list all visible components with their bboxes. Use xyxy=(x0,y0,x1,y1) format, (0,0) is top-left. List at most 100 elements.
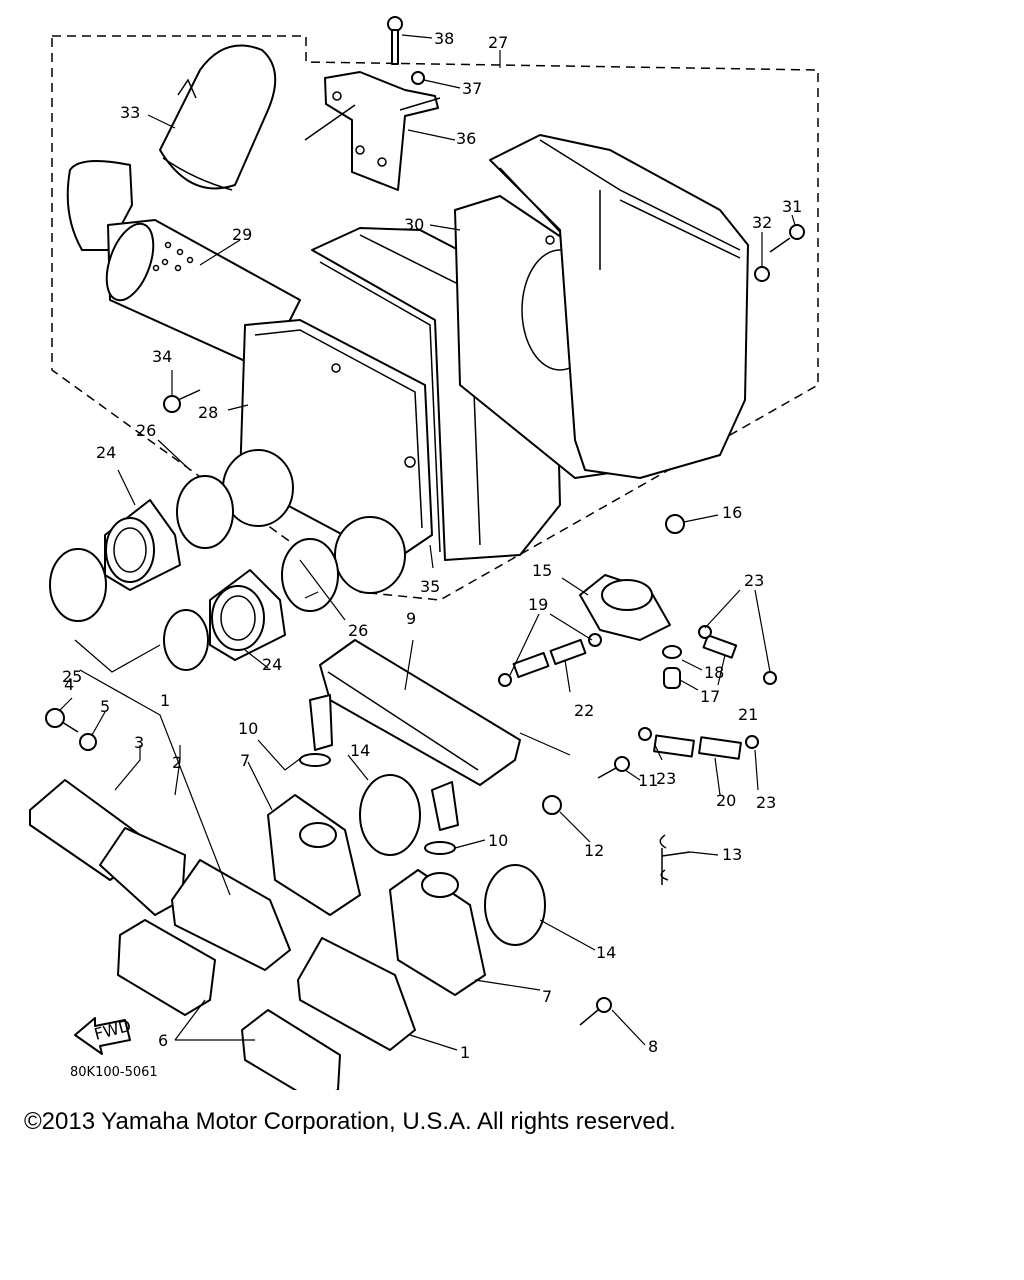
callout-35: 35 xyxy=(420,577,440,596)
callout-8: 8 xyxy=(648,1037,658,1056)
callout-27: 27 xyxy=(488,33,508,52)
part-7-manifold-a xyxy=(267,794,361,916)
callout-23a: 23 xyxy=(744,571,764,590)
part-31-screw xyxy=(769,224,805,253)
part-22-hose-a xyxy=(512,651,550,679)
part-23-clip-d xyxy=(745,735,759,749)
part-23-clip-b xyxy=(763,671,777,685)
callout-12: 12 xyxy=(584,841,604,860)
part-11-bolt xyxy=(597,756,630,779)
part-2-reed xyxy=(99,827,186,916)
callout-30: 30 xyxy=(404,215,424,234)
callout-23c: 23 xyxy=(756,793,776,812)
callout-37: 37 xyxy=(462,79,482,98)
callout-14b: 14 xyxy=(596,943,616,962)
callout-28: 28 xyxy=(198,403,218,422)
part-37-nut xyxy=(411,71,425,85)
callout-10b: 10 xyxy=(488,831,508,850)
callout-17: 17 xyxy=(700,687,720,706)
part-34-screw xyxy=(163,389,201,413)
part-5-washer xyxy=(79,733,97,751)
part-14-clamp-b xyxy=(484,864,546,946)
part-4-bolt xyxy=(45,708,79,733)
callout-31: 31 xyxy=(782,197,802,216)
part-cover xyxy=(489,134,749,479)
callout-29: 29 xyxy=(232,225,252,244)
callout-23b: 23 xyxy=(656,769,676,788)
callout-25: 25 xyxy=(62,667,82,686)
part-12-nut xyxy=(542,795,562,815)
part-10-clip-b xyxy=(424,841,456,855)
part-13-clip xyxy=(659,834,691,885)
leader-lines xyxy=(59,34,796,1051)
part-19-clip-a xyxy=(498,673,512,687)
callout-18: 18 xyxy=(704,663,724,682)
callout-36: 36 xyxy=(456,129,476,148)
callout-2: 2 xyxy=(172,753,182,772)
part-28-port-lower xyxy=(334,516,406,594)
callout-1b: 1 xyxy=(460,1043,470,1062)
callout-labels: 38 27 37 36 33 29 30 32 31 34 28 26 24 3… xyxy=(62,29,802,1062)
part-36-bracket xyxy=(304,71,441,191)
part-1-reed-valve-b xyxy=(297,937,416,1051)
part-10-clip-a xyxy=(299,753,331,767)
callout-15: 15 xyxy=(532,561,552,580)
part-38-bolt xyxy=(387,16,403,65)
callout-3: 3 xyxy=(134,733,144,752)
callout-11: 11 xyxy=(638,771,658,790)
part-25-clamp-a xyxy=(49,548,107,622)
callout-7a: 7 xyxy=(240,751,250,770)
part-14-clamp-a xyxy=(359,774,421,856)
callout-19: 19 xyxy=(528,595,548,614)
copyright-notice: ©2013 Yamaha Motor Corporation, U.S.A. A… xyxy=(24,1108,676,1135)
callout-6: 6 xyxy=(158,1031,168,1050)
callout-21: 21 xyxy=(738,705,758,724)
part-23-clip-a xyxy=(698,625,712,639)
part-23-clip-c xyxy=(638,727,652,741)
part-24-joint-upper xyxy=(104,499,181,591)
callout-14a: 14 xyxy=(350,741,370,760)
callout-32: 32 xyxy=(752,213,772,232)
part-15-pump xyxy=(579,574,671,641)
callout-5: 5 xyxy=(100,697,110,716)
part-16-cap xyxy=(665,514,685,534)
callout-13: 13 xyxy=(722,845,742,864)
part-25-clamp-b xyxy=(163,609,209,671)
callout-38: 38 xyxy=(434,29,454,48)
reference-code: 80K100-5061 xyxy=(70,1065,158,1080)
part-6-gasket-a xyxy=(117,919,216,1016)
fwd-arrow-icon: FWD xyxy=(74,1016,133,1055)
assembly-boundary xyxy=(51,35,819,601)
part-7-manifold-b xyxy=(389,869,486,996)
part-18-washer xyxy=(662,645,682,659)
part-20-hose-b xyxy=(698,736,742,760)
part-21-hose xyxy=(702,634,738,659)
callout-7b: 7 xyxy=(542,987,552,1006)
callout-34: 34 xyxy=(152,347,172,366)
part-1-reed-valve-a xyxy=(171,859,291,971)
callout-33: 33 xyxy=(120,103,140,122)
callout-22: 22 xyxy=(574,701,594,720)
callout-10a: 10 xyxy=(238,719,258,738)
part-9-chamber xyxy=(309,639,521,831)
part-33-intake-duct xyxy=(159,44,277,191)
part-19-clip-b xyxy=(588,633,602,647)
exploded-parts-diagram: FWD 38 27 37 36 33 29 30 32 31 34 28 xyxy=(29,16,819,1090)
callout-26b: 26 xyxy=(348,621,368,640)
part-20-hose-a xyxy=(653,734,695,758)
callout-9: 9 xyxy=(406,609,416,628)
callout-26a: 26 xyxy=(136,421,156,440)
callout-4: 4 xyxy=(64,675,74,694)
part-8-bolt xyxy=(579,997,612,1026)
callout-16: 16 xyxy=(722,503,742,522)
part-17-sleeve xyxy=(663,667,681,689)
callout-1a: 1 xyxy=(160,691,170,710)
part-24-joint-lower xyxy=(209,569,286,661)
callout-24b: 24 xyxy=(262,655,282,674)
part-26-clamp-a xyxy=(176,475,234,549)
callout-24a: 24 xyxy=(96,443,116,462)
part-22-hose-b xyxy=(549,638,587,666)
part-32-washer xyxy=(754,266,770,282)
callout-20: 20 xyxy=(716,791,736,810)
part-6-gasket-b xyxy=(241,1009,341,1090)
